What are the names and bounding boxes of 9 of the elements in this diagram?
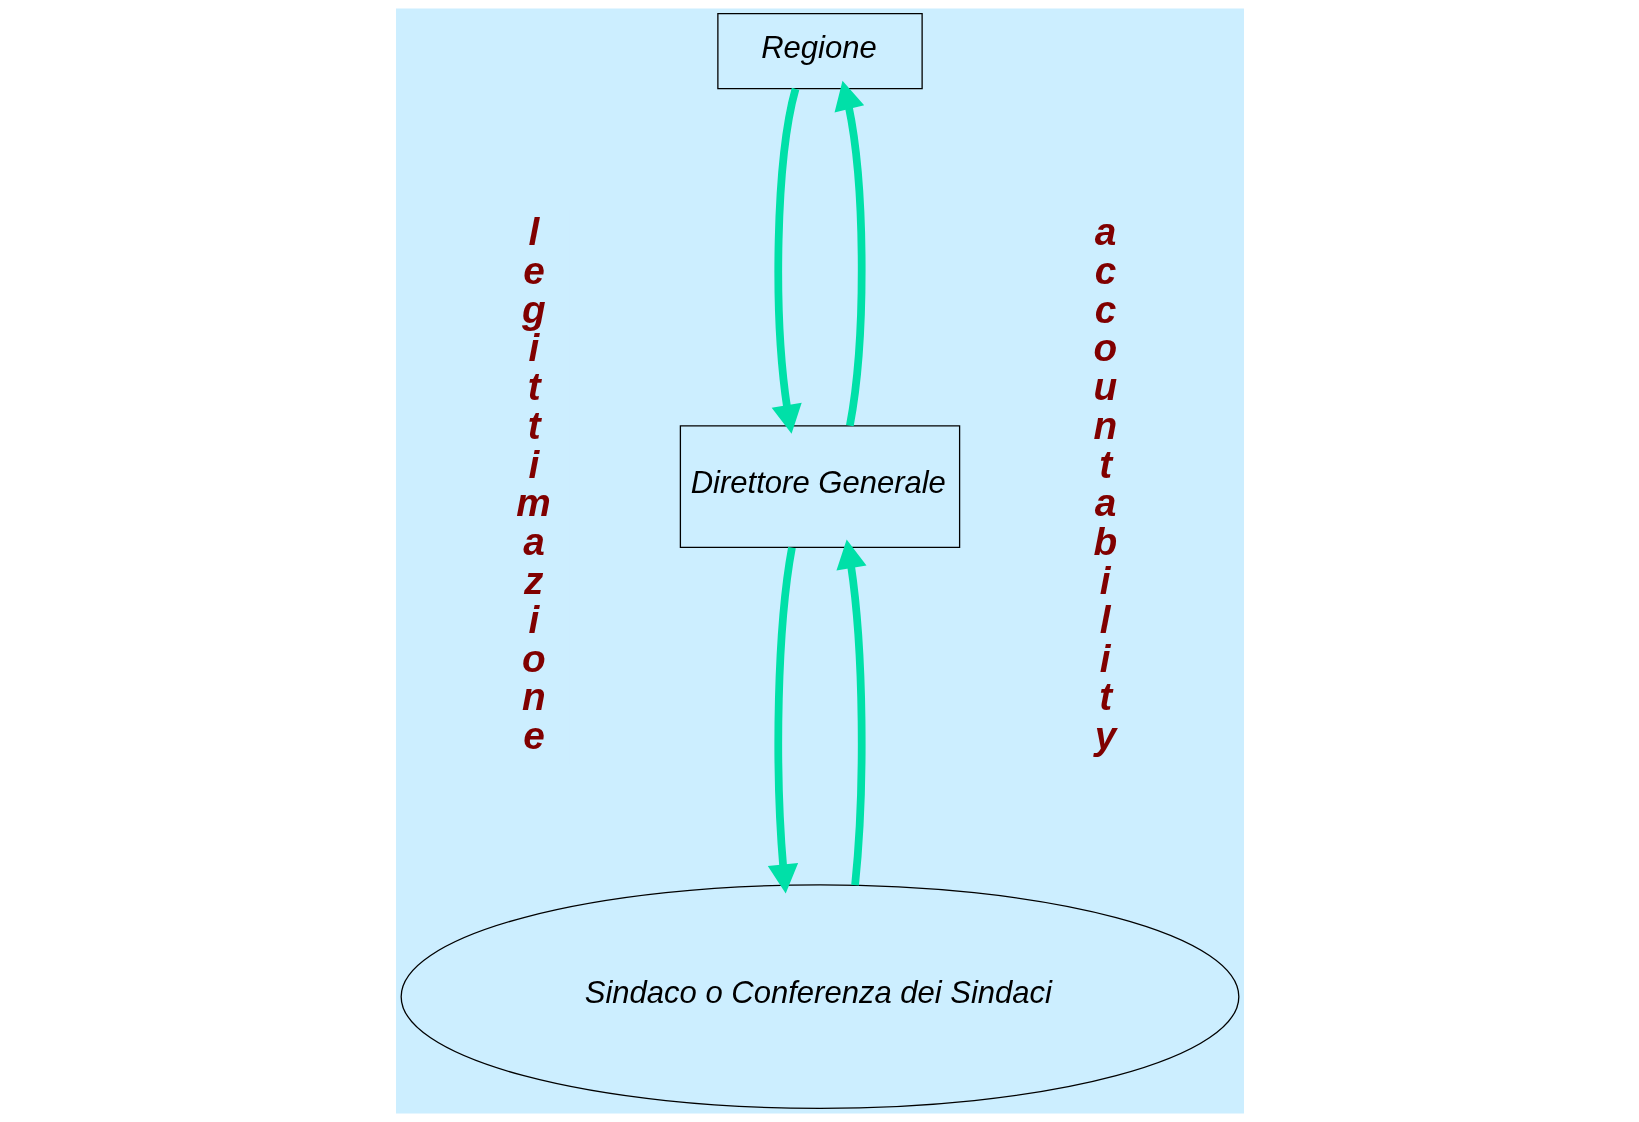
label: accountability [1092, 209, 1117, 758]
node-box: Regione [716, 12, 923, 90]
node-box: Direttore Generale [679, 425, 960, 549]
node-ellipse: Sindaco o Conferenza dei Sindaci [400, 884, 1239, 1110]
arrow [835, 539, 866, 886]
arrow [834, 80, 866, 427]
arrow [771, 87, 802, 434]
label: legittimazione [515, 209, 551, 758]
arrow [767, 547, 798, 894]
